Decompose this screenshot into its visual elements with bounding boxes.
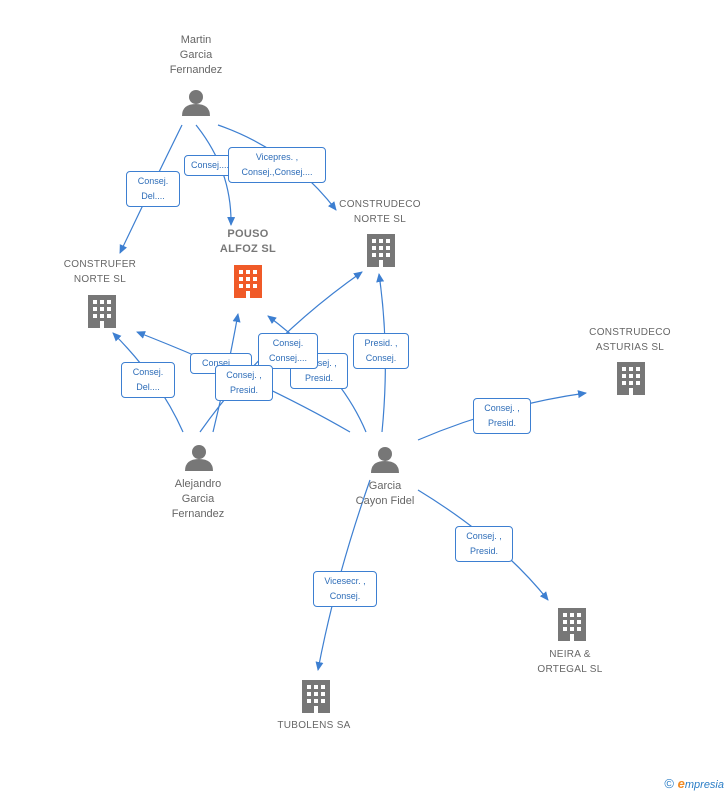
person-icon [371, 447, 399, 473]
copyright-symbol: © [664, 776, 675, 791]
node-label-martin[interactable]: Martin Garcia Fernandez [169, 34, 223, 76]
building-icon-construfer [88, 295, 116, 328]
node-label-tubolens[interactable]: TUBOLENS SA [277, 720, 351, 731]
edge-label-garcia-pouso-a[interactable]: Consej. Consej.... [258, 333, 318, 369]
building-icon-construdeco-norte [367, 234, 395, 267]
edge-label-martin-construfer[interactable]: Consej. Del.... [126, 171, 180, 207]
node-label-construdeco-asturias[interactable]: CONSTRUDECO ASTURIAS SL [589, 327, 671, 353]
edge-label-alejandro-construfer[interactable]: Consej. Del.... [121, 362, 175, 398]
edge-label-martin-pouso[interactable]: Consej.... [184, 155, 236, 176]
node-label-neira[interactable]: NEIRA & ORTEGAL SL [537, 649, 603, 675]
building-icon-tubolens [302, 680, 330, 713]
node-label-alejandro[interactable]: Alejandro Garcia Fernandez [171, 478, 225, 520]
node-label-construfer[interactable]: CONSTRUFER NORTE SL [63, 259, 137, 285]
brand-footer: © empresia [664, 776, 724, 791]
person-icon [182, 90, 210, 116]
edge-label-garcia-construdeco-norte[interactable]: Presid. , Consej. [353, 333, 409, 369]
person-icon [185, 445, 213, 471]
building-icon-construdeco-asturias [617, 362, 645, 395]
node-label-pouso[interactable]: POUSO ALFOZ SL [219, 228, 277, 255]
edge-label-garcia-asturias[interactable]: Consej. , Presid. [473, 398, 531, 434]
edge-label-martin-construdeco-norte[interactable]: Vicepres. , Consej.,Consej.... [228, 147, 326, 183]
building-icon-pouso [234, 265, 262, 298]
brand-logo-initial: e [677, 776, 685, 791]
edge-label-alejandro-pouso[interactable]: Consej. , Presid. [215, 365, 273, 401]
building-icon-neira [558, 608, 586, 641]
edge-label-garcia-tubolens[interactable]: Vicesecr. , Consej. [313, 571, 377, 607]
edge-label-garcia-neira[interactable]: Consej. , Presid. [455, 526, 513, 562]
node-label-garcia-cayon[interactable]: Garcia Cayon Fidel [355, 480, 415, 507]
node-label-construdeco-norte[interactable]: CONSTRUDECO NORTE SL [339, 199, 421, 225]
brand-logo-text: mpresia [684, 779, 724, 791]
